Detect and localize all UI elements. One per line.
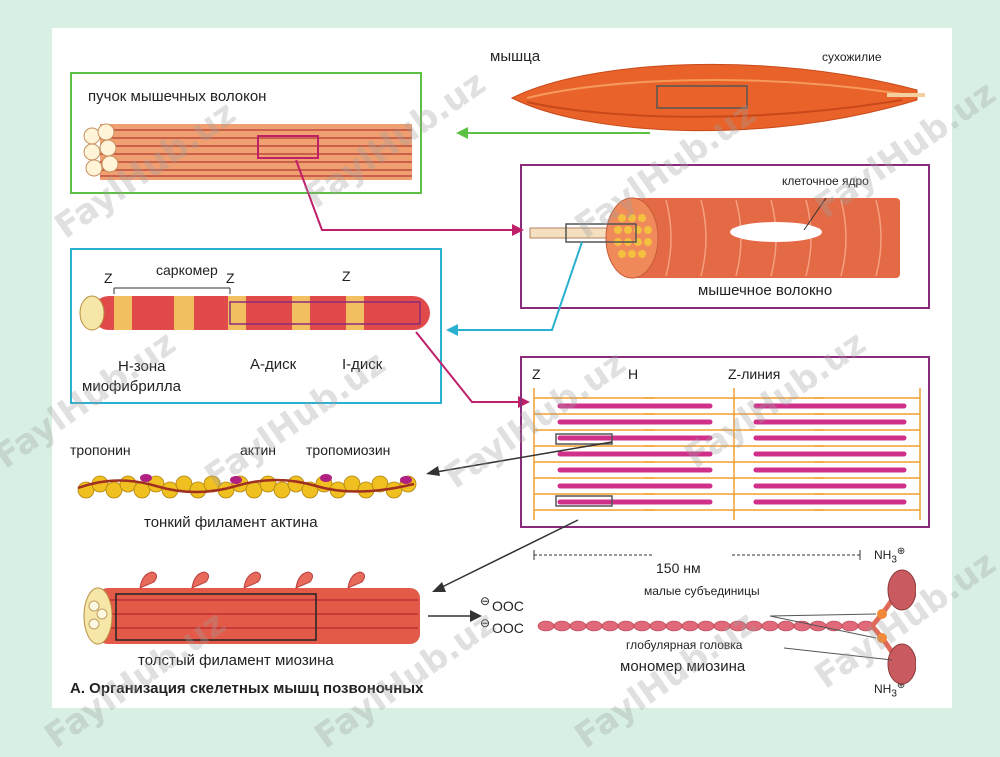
myofibril-label: миофибрилла [82,378,181,395]
bundle-label: пучок мышечных волокон [88,88,267,105]
nh3-top-label: NH3⊕ [874,546,906,566]
arrow-sarcomere-to-thin [426,441,613,476]
arrow-fiber-to-myofibril [446,241,583,336]
globular-head-label: глобулярная головка [626,638,743,652]
myofibril-illustration [79,287,430,331]
fiber-label: мышечное волокно [698,282,833,299]
z-label-3: Z [342,268,351,284]
arrow-myofibril-to-sarcomere [415,331,530,408]
scale-bar [533,550,861,560]
monomer-label: мономер миозина [620,658,746,675]
figure-caption: А. Организация скелетных мышц позвоночны… [70,680,424,697]
myofibril-panel [70,248,442,404]
nucleus-label: клеточное ядро [782,174,869,188]
z-line-label: Z-линия [728,366,781,382]
nh3-top-text: NH [874,548,892,562]
muscle-illustration [510,63,925,132]
z-label-1: Z [104,270,113,286]
bundle-illustration [83,123,412,180]
tropomyosin-label: тропомиозин [306,442,391,458]
myosin-monomer-illustration [537,569,916,685]
thick-filament-label: толстый филамент миозина [138,652,334,669]
small-subunits-label: малые субъединицы [644,584,760,598]
charge-minus-top: ⊖ [480,594,491,608]
arrow-sarcomere-to-thick [432,519,579,592]
coo-top-label: OOC [492,598,524,614]
thin-filament-illustration [77,474,417,499]
muscle-fiber-panel [520,164,930,309]
charge-minus-bottom: ⊖ [480,616,491,630]
muscle-label: мышца [490,48,541,65]
i-disk-label: I-диск [342,356,383,373]
tendon-label: сухожилие [822,50,882,64]
arrow-bundle-to-fiber [295,159,524,236]
troponin-label: тропонин [70,442,131,458]
muscle-bundle-panel [70,72,422,194]
h-zone-label: Н-зона [118,358,166,375]
diagram-sheet: мышца сухожилие пучок мышечных волокон к… [52,28,952,708]
sarcomere-panel [520,356,930,528]
arrow-thick-to-monomer [428,610,482,622]
fiber-illustration [529,197,900,279]
actin-label: актин [240,442,277,458]
z-left-label: Z [532,366,541,382]
nh3-bottom-label: NH3⊕ [874,680,906,700]
z-label-2: Z [226,270,235,286]
scale-label: 150 нм [656,560,701,576]
thin-filament-label: тонкий филамент актина [144,514,318,531]
coo-bottom-label: OOC [492,620,524,636]
h-label: Н [628,366,639,382]
sarcomere-label: саркомер [156,262,218,278]
thick-filament-illustration [83,571,420,645]
arrow-muscle-to-bundle [456,127,650,139]
sarcomere-illustration [533,388,921,520]
nh3-bottom-text: NH [874,682,892,696]
a-disk-label: А-диск [250,356,297,373]
